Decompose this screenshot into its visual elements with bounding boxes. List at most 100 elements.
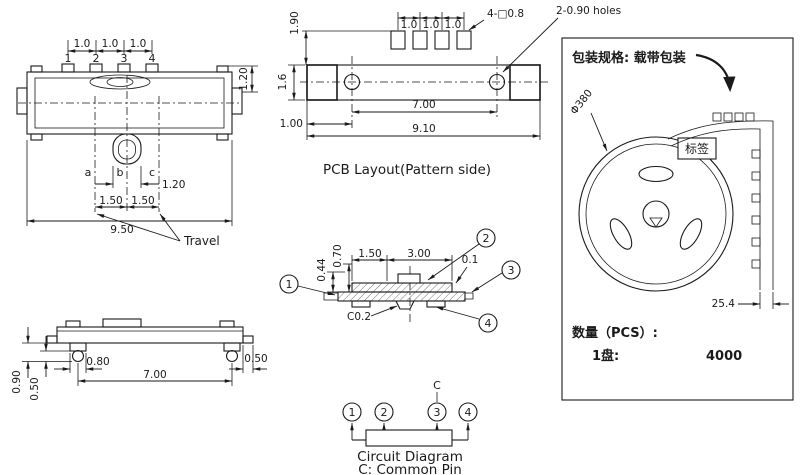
circuit-subtitle: C: Common Pin — [358, 462, 462, 475]
dim-reel-diameter: Φ380 — [568, 87, 608, 152]
svg-text:4: 4 — [485, 317, 492, 330]
pcb-layout-view: 1.0 1.0 1.0 1.90 4-□0.8 2-0.90 holes 1.6… — [277, 5, 621, 178]
callout-2: 2 — [427, 228, 496, 281]
left-foot — [69, 342, 87, 352]
reel-hub — [642, 200, 670, 228]
hub-triangle-icon — [649, 217, 663, 228]
reel-label-text: 标签 — [685, 141, 709, 156]
right-foot — [223, 342, 241, 352]
pads-note: 4-□0.8 — [468, 8, 524, 31]
dim-pitch-2: 1.0 — [102, 38, 119, 50]
svg-text:Φ380: Φ380 — [568, 87, 595, 117]
svg-text:1.20: 1.20 — [238, 67, 250, 90]
dim-hole-pitch: 7.00 — [351, 99, 498, 114]
dim-height: 0.90 — [11, 327, 72, 394]
side-body-outline — [56, 326, 244, 344]
svg-text:2: 2 — [483, 232, 490, 245]
callout-3: 3 — [471, 260, 521, 293]
side-view: 0.80 7.00 0.50 0.90 0.50 — [11, 318, 268, 401]
svg-text:C0.2: C0.2 — [347, 311, 371, 323]
pcb-layout-title: PCB Layout(Pattern side) — [323, 162, 491, 178]
svg-text:1.20: 1.20 — [162, 179, 185, 191]
circuit-pin-1: 1 — [349, 406, 356, 419]
pin-label-2: 2 — [93, 52, 100, 65]
svg-text:3.00: 3.00 — [407, 248, 430, 260]
right-mount-lug — [231, 87, 243, 115]
svg-text:1.00: 1.00 — [280, 118, 303, 130]
dim-overall-width: 9.50 — [26, 140, 233, 236]
common-pin-label: C — [433, 379, 441, 392]
pos-label-a: a — [85, 166, 92, 179]
dim-section-horiz: 1.50 3.00 — [351, 248, 453, 281]
panel-border — [561, 37, 794, 401]
left-mount-lug — [16, 87, 28, 115]
svg-text:7.00: 7.00 — [143, 369, 166, 381]
svg-text:2-0.90 holes: 2-0.90 holes — [556, 5, 621, 17]
pos-label-b: b — [117, 166, 124, 179]
dim-chamfer: C0.2 — [347, 305, 398, 323]
pin-label-1: 1 — [65, 52, 72, 65]
svg-text:0.50: 0.50 — [244, 353, 267, 365]
holes-note: 2-0.90 holes — [502, 5, 621, 73]
svg-text:9.10: 9.10 — [412, 123, 435, 135]
dim-tape-width: 25.4 — [712, 292, 789, 310]
dim-lead: 0.50 — [229, 345, 268, 373]
section-view: 1 2 3 4 1.50 3.00 0.70 0.44 0.1 C0.2 — [279, 228, 521, 333]
circuit-diagram: C 1 2 3 4 Circuit Diagram C: Common Pin — [342, 379, 478, 475]
callout-4: 4 — [435, 306, 498, 333]
cover-section — [351, 282, 453, 293]
svg-text:1.90: 1.90 — [289, 11, 301, 34]
rotation-arrow-icon — [695, 53, 736, 93]
svg-text:0.1: 0.1 — [462, 254, 479, 266]
svg-text:0.70: 0.70 — [332, 244, 344, 267]
svg-text:9.50: 9.50 — [110, 224, 133, 236]
dim-foot-pitch: 7.00 — [77, 363, 233, 386]
tape-inner-edge — [670, 128, 761, 290]
qty-label: 数量（PCS）: — [572, 325, 658, 341]
packaging-panel: 包装规格: 载带包装 标签 Φ380 25.4 数量（PCS）: 1盘: 400… — [561, 37, 794, 401]
dim-pad-pitch: 1.0 1.0 1.0 — [397, 12, 465, 31]
dim-strip-height: 1.6 — [277, 64, 305, 101]
svg-text:1.0: 1.0 — [423, 19, 440, 31]
svg-text:1.50: 1.50 — [131, 195, 154, 207]
svg-text:25.4: 25.4 — [712, 298, 736, 310]
per-reel-label: 1盘: — [592, 348, 619, 364]
svg-text:0.50: 0.50 — [29, 377, 41, 400]
reel-label-box — [677, 137, 717, 160]
svg-text:1.6: 1.6 — [277, 73, 289, 90]
center-contact — [395, 300, 415, 310]
dim-height-right: 1.20 — [228, 65, 258, 93]
svg-text:1.50: 1.50 — [358, 248, 381, 260]
dim-edge-offset: 1.00 — [280, 100, 353, 140]
dim-travel: 1.50 1.50 — [94, 195, 160, 209]
tape-outer-edge — [667, 120, 774, 290]
dim-ball-height: 0.50 — [29, 336, 70, 401]
dim-pitch-1: 1.0 — [74, 38, 91, 50]
svg-text:0.80: 0.80 — [86, 356, 109, 368]
dim-section-vert: 0.70 0.44 — [316, 244, 352, 293]
svg-text:1: 1 — [286, 278, 293, 291]
dim-gap: 0.1 — [455, 254, 479, 284]
left-solder-ball — [71, 349, 85, 363]
switch-symbol-body — [365, 429, 453, 447]
svg-text:Travel: Travel — [183, 234, 220, 248]
callout-1: 1 — [279, 274, 336, 296]
pos-label-c: c — [149, 166, 155, 179]
svg-text:0.90: 0.90 — [11, 370, 23, 393]
svg-text:1.0: 1.0 — [401, 19, 418, 31]
svg-text:7.00: 7.00 — [412, 99, 435, 111]
right-solder-ball — [225, 349, 239, 363]
dim-pitch-3: 1.0 — [130, 38, 147, 50]
svg-text:0.44: 0.44 — [316, 258, 328, 282]
circuit-pin-2: 2 — [381, 406, 388, 419]
packaging-title: 包装规格: 载带包装 — [572, 50, 686, 66]
pin-label-4: 4 — [149, 52, 156, 65]
pin-label-3: 3 — [121, 52, 128, 65]
svg-text:1.0: 1.0 — [445, 19, 462, 31]
reel-outer-rim — [578, 136, 734, 292]
top-view: 1.0 1.0 1.0 1 2 3 4 a b c 1.20 1.50 1.50… — [16, 38, 258, 248]
travel-annotation: Travel — [96, 213, 220, 248]
dim-pad-height: 1.90 — [289, 11, 391, 66]
circuit-pin-4: 4 — [465, 406, 472, 419]
